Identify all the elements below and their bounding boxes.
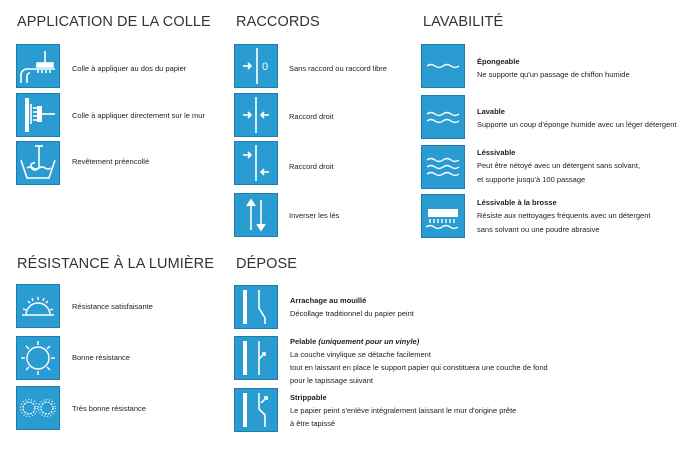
depose-item-title-note: (uniquement pour un vinyle) [318, 337, 420, 346]
section-title-colle: APPLICATION DE LA COLLE [17, 14, 211, 30]
colle-item-label: Revêtement préencollé [72, 157, 150, 166]
wet-removal-icon [234, 285, 278, 329]
lumiere-item-label: Très bonne résistance [72, 404, 146, 413]
depose-item-desc: Décollage traditionnel du papier peint [290, 309, 414, 318]
double-sun-icon [16, 386, 60, 430]
depose-item-desc: La couche vinylique se détache facilemen… [290, 350, 431, 359]
free-match-icon: 0 [234, 44, 278, 88]
lavabilite-item-desc: Résiste aux nettoyages fréquents avec un… [477, 211, 651, 220]
raccord-item-label: Sans raccord ou raccord libre [289, 64, 387, 73]
lumiere-item-label: Bonne résistance [72, 353, 130, 362]
depose-item-desc: Le papier peint s'enlève intégralement l… [290, 406, 517, 415]
depose-item-desc: à être tapissé [290, 419, 336, 428]
lavabilite-item-desc: sans solvant ou une poudre abrasive [477, 225, 600, 234]
lavabilite-item-title: Épongeable [477, 57, 520, 66]
depose-item-title: Strippable [290, 393, 327, 402]
depose-item-desc: pour le tapissage suivant [290, 376, 373, 385]
half-sun-icon [16, 284, 60, 328]
raccord-item-label: Inverser les lés [289, 211, 340, 220]
section-title-lumiere: RÉSISTANCE À LA LUMIÈRE [17, 256, 215, 272]
full-sun-icon [16, 336, 60, 380]
depose-item-desc: tout en laissant en place le support pap… [290, 363, 548, 372]
strippable-icon [234, 388, 278, 432]
lavabilite-item-title: Léssivable à la brosse [477, 198, 557, 207]
svg-text:0: 0 [262, 61, 268, 73]
section-title-depose: DÉPOSE [236, 256, 298, 272]
washable-icon [421, 95, 465, 139]
lavabilite-item-desc: Ne supporte qu'un passage de chiffon hum… [477, 70, 630, 79]
reverse-hang-icon [234, 193, 278, 237]
paste-on-paper-icon [16, 44, 60, 88]
peelable-icon [234, 336, 278, 380]
section-title-lavabilite: LAVABILITÉ [423, 14, 504, 30]
straight-match-icon [234, 93, 278, 137]
paste-on-wall-icon [16, 93, 60, 137]
raccord-item-label: Raccord droit [289, 112, 334, 121]
colle-item-label: Colle à appliquer directement sur le mur [72, 111, 205, 120]
lavabilite-item-desc: et supporte jusqu'à 100 passage [477, 175, 586, 184]
offset-match-icon [234, 141, 278, 185]
super-washable-icon [421, 145, 465, 189]
prepasted-icon [16, 141, 60, 185]
lumiere-item-label: Résistance satisfaisante [72, 302, 153, 311]
lavabilite-item-title: Lavable [477, 107, 505, 116]
lavabilite-item-title: Léssivable [477, 148, 516, 157]
section-title-raccords: RACCORDS [236, 14, 320, 30]
colle-item-label: Colle à appliquer au dos du papier [72, 64, 187, 73]
lavabilite-item-desc: Supporte un coup d'éponge humide avec un… [477, 120, 677, 129]
depose-item-title: Pelable (uniquement pour un vinyle) [290, 337, 420, 346]
spongeable-icon [421, 44, 465, 88]
scrubbable-icon [421, 194, 465, 238]
depose-item-title: Arrachage au mouillé [290, 296, 367, 305]
raccord-item-label: Raccord droit [289, 162, 334, 171]
lavabilite-item-desc: Peut être nétoyé avec un détergent sans … [477, 161, 641, 170]
